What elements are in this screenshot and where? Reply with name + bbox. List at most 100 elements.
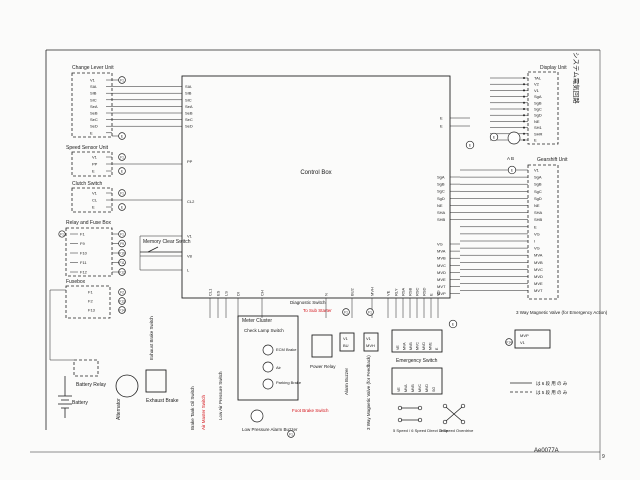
alternator-symbol bbox=[115, 374, 139, 398]
gear-pin-17: MVT bbox=[534, 288, 543, 293]
fuse-pin-4: F12 bbox=[80, 270, 88, 275]
valve-emergency-label: 3 Way Magnetic Valve (for Emergency Acti… bbox=[516, 310, 608, 315]
gear-pin-3: SgC bbox=[534, 189, 542, 194]
cb-lever-pin-4: SeB bbox=[185, 111, 193, 116]
power-relay-label: Power Relay bbox=[310, 364, 336, 369]
fuse-mark-1-label: F9 bbox=[120, 242, 124, 246]
cb-bottom-pin-7: MVH bbox=[370, 287, 375, 296]
cb-right-low-4: MVD bbox=[437, 270, 446, 275]
cb-right-low-5: MVE bbox=[437, 277, 446, 282]
air-master-switch-label: Air Master Switch bbox=[201, 394, 206, 430]
fuse-pin-3: F11 bbox=[80, 260, 87, 265]
display-pin-6: SgD bbox=[534, 113, 542, 118]
gear-pin-14: MVC bbox=[534, 267, 543, 272]
change-lever-box bbox=[71, 72, 113, 138]
emerg-top-pin-4: MVD bbox=[422, 342, 426, 350]
gear-pin-8: E bbox=[534, 224, 537, 229]
display-node-2 bbox=[523, 89, 525, 92]
japanese-side-title: システム電気回路 bbox=[572, 52, 581, 104]
cb-bottom-pin-14: E bbox=[429, 293, 434, 296]
fuse-mark-mvp bbox=[505, 338, 513, 346]
fusebox-pin-1: F2 bbox=[88, 299, 93, 304]
emergency-switch-bottom-box bbox=[391, 367, 443, 395]
ab-label: A B bbox=[507, 156, 514, 161]
lever-left-pin-2: SIB bbox=[90, 91, 97, 96]
ground-e-lever-label: E bbox=[121, 134, 123, 138]
ground-e-clutch bbox=[118, 203, 126, 211]
battery-relay-label: Battery Relay bbox=[76, 382, 107, 388]
to-sub-starter-label: To Sub Starter bbox=[303, 308, 332, 313]
emerg-top-pin-6: E bbox=[435, 347, 439, 350]
emerg-bot-pin-0: VE bbox=[397, 387, 401, 392]
cb-right-low-6: MVT bbox=[437, 284, 446, 289]
valve-feedback-label: 3 Way Magnetic Valve (for Feedback) bbox=[366, 355, 371, 430]
cb-right-e-0: E bbox=[440, 116, 443, 121]
emerg-top-pin-5: MVE bbox=[429, 342, 433, 350]
fuse-mark-mvp-label: F14 bbox=[506, 340, 512, 344]
air-label: Air bbox=[276, 365, 282, 370]
clutch-pin-0: V1 bbox=[92, 191, 98, 196]
cb-left-pin-1: V8 bbox=[187, 254, 193, 259]
cb-bottom-pin-3: DI bbox=[236, 292, 241, 296]
fusebox-box bbox=[65, 285, 111, 319]
display-pin-8: SH1 bbox=[534, 125, 543, 130]
parking-brake-label: Parking Brake bbox=[276, 380, 302, 385]
ecm-brake-label: ECM Brake bbox=[276, 347, 297, 352]
cb-right-low-0: VG bbox=[437, 242, 443, 247]
display-pin-2: V1 bbox=[534, 88, 540, 93]
air-lamp bbox=[262, 361, 274, 373]
lever-left-pin-7: SeD bbox=[90, 124, 98, 129]
gear-pin-5: NE bbox=[534, 203, 540, 208]
clutch-switch-title: Clutch Switch bbox=[72, 181, 103, 187]
fuse-mark-4-label: F12 bbox=[119, 270, 125, 274]
fusebox-mark-1 bbox=[118, 297, 126, 305]
ground-e-2 bbox=[507, 165, 517, 175]
fusebox-pin-2: F13 bbox=[88, 308, 96, 313]
valve-feedback-box bbox=[363, 332, 379, 352]
cb-right-mid-1: SgB bbox=[437, 182, 445, 187]
display-node-5 bbox=[523, 108, 525, 110]
fuse-mark-buzzer-label: F1 bbox=[344, 310, 348, 314]
display-pin-5: SgC bbox=[534, 107, 542, 112]
cb-bottom-pin-15: VG bbox=[436, 290, 441, 296]
control-box-right-pins: SgASgBSgCSgDNESHASHBVGMVAMVBMVCMVDMVEMVT… bbox=[437, 116, 529, 346]
cb-right-mid-0: SgA bbox=[437, 175, 445, 180]
gearshift-unit-pins: V1SgASgBSgCSgDNESHASHBEVGIVGMVAMVBMVCMVD… bbox=[460, 168, 543, 293]
fusebox-title: Fusebox bbox=[66, 279, 86, 285]
gear-pin-4: SgD bbox=[534, 196, 542, 201]
display-node-4 bbox=[523, 101, 525, 104]
valve-pin-0: V1 bbox=[366, 336, 372, 341]
gear-pin-1: SgA bbox=[534, 175, 542, 180]
display-node-0 bbox=[523, 77, 525, 79]
gear-pin-16: MVE bbox=[534, 281, 543, 286]
brake-tank-switch-label: Brake Tank Oil Switch bbox=[190, 386, 195, 430]
gear-pin-0: V1 bbox=[534, 168, 540, 173]
fuse-f1-sensor-label: F1 bbox=[120, 155, 124, 159]
speed-6-symbol bbox=[397, 405, 423, 423]
cb-right-mid-2: SgC bbox=[437, 189, 445, 194]
gear-pin-9: VG bbox=[534, 231, 540, 236]
emerg-bot-pin-5: SG bbox=[432, 387, 436, 392]
lever-left-pin-6: SeC bbox=[90, 117, 98, 122]
ab-sensor bbox=[507, 131, 521, 145]
display-pin-9: SHR bbox=[534, 131, 543, 136]
cb-right-mid-4: NE bbox=[437, 203, 443, 208]
fusebox-pin-0: F1 bbox=[88, 290, 93, 295]
mvp-pin-0: MVP bbox=[520, 333, 529, 338]
fuse-mark-valve-label: F1 bbox=[368, 310, 372, 314]
emerg-top-pin-1: MVA bbox=[403, 342, 407, 350]
cb-lever-pin-0: SIA bbox=[185, 84, 192, 89]
cb-bottom-pin-0: CL1 bbox=[208, 288, 213, 296]
clutch-pin-2: E bbox=[92, 205, 95, 210]
cb-left-pin-2: L bbox=[187, 268, 190, 273]
gear-pin-12: MVA bbox=[534, 253, 543, 258]
power-relay-box bbox=[311, 334, 333, 358]
cb-bottom-pin-4: CH bbox=[260, 290, 265, 296]
